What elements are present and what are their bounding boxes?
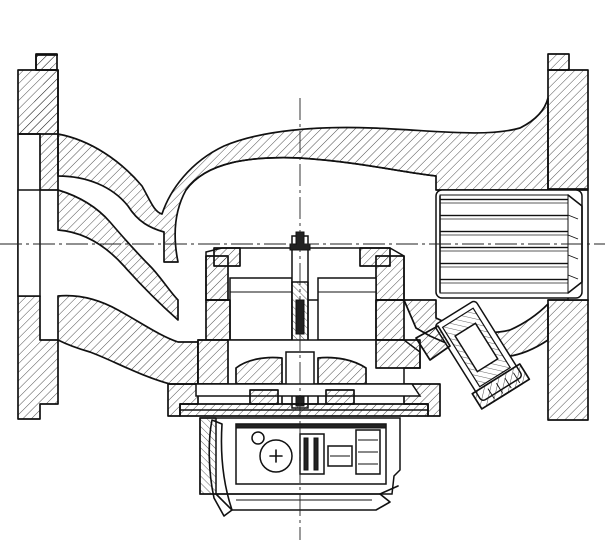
impeller-housing — [179, 383, 429, 417]
motor-head — [197, 231, 421, 409]
left-flange — [17, 53, 59, 420]
pump-housing — [57, 97, 549, 417]
check-valve — [415, 300, 531, 410]
center-lines — [0, 98, 605, 540]
